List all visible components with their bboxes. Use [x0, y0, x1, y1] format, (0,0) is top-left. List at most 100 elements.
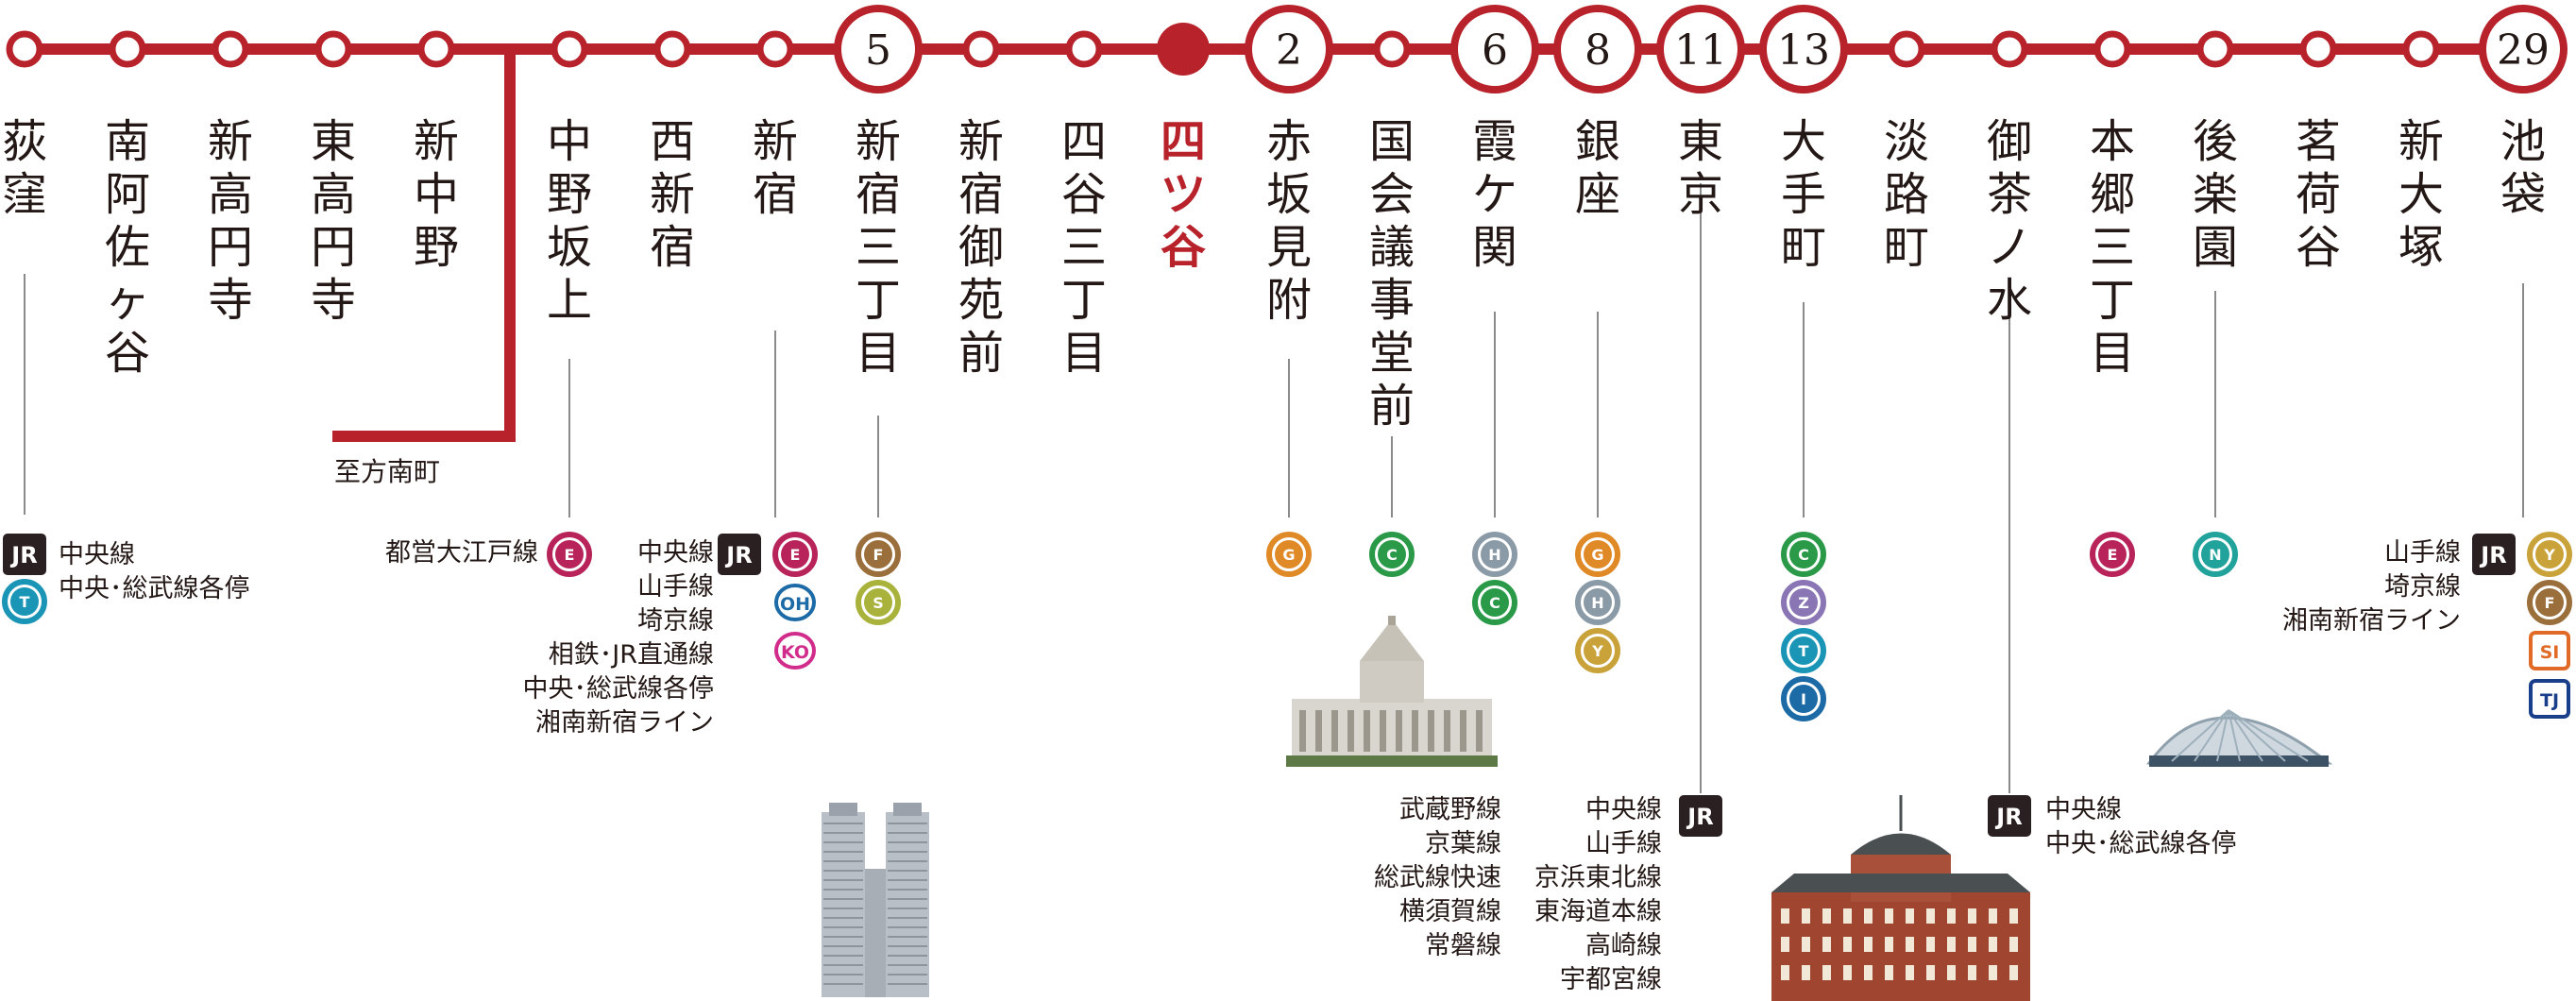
svg-text:F: F — [2545, 594, 2555, 612]
station-name: 荻 窪 — [1, 115, 47, 221]
svg-text:E: E — [565, 546, 575, 564]
line-badge-t: T — [2, 579, 47, 624]
line-badge-n: N — [2193, 532, 2238, 577]
svg-text:C: C — [1798, 546, 1809, 564]
svg-text:JR: JR — [1994, 804, 2022, 830]
svg-text:T: T — [20, 593, 30, 611]
station-name: 国 会 議 事 堂 前 — [1368, 115, 1415, 433]
station-name: 後 楽 園 — [2192, 115, 2238, 274]
station-name: 茗 荷 谷 — [2295, 115, 2341, 274]
svg-text:E: E — [2108, 546, 2118, 564]
minutes-label: 8 — [1585, 26, 1611, 75]
line-badge-si: SI — [2529, 631, 2570, 670]
tokyo-metropolitan-government-building-illustration — [822, 803, 929, 997]
station-dot — [551, 30, 588, 68]
transfer-lines-shinjuku: 中央線 山手線 埼京線 相鉄･JR直通線 中央･総武線各停 湘南新宿ライン — [522, 538, 715, 738]
line-badge-g: G — [1266, 532, 1312, 577]
tokyo-station-illustration — [1771, 795, 2030, 1001]
line-badge-ko: KO — [774, 632, 816, 670]
minutes-circle — [1245, 5, 1333, 93]
station-dot — [1373, 30, 1411, 68]
svg-text:G: G — [1591, 546, 1603, 564]
transfer-lines-ochanomizu: 中央線 中央･総武線各停 — [2045, 795, 2237, 858]
station-name: 銀 座 — [1574, 115, 1620, 221]
line-badge-h: H — [1472, 532, 1517, 577]
minutes-circle — [1656, 5, 1745, 93]
line-badge-e: E — [2090, 532, 2135, 577]
svg-text:OH: OH — [780, 594, 810, 615]
minutes-label: 6 — [1482, 26, 1508, 75]
line-badge-g: G — [1575, 532, 1620, 577]
line-badge-e: E — [547, 532, 592, 577]
line-badge-c: C — [1369, 532, 1415, 577]
svg-text:S: S — [873, 594, 884, 612]
minutes-label: 5 — [865, 26, 891, 75]
station-name: 西 新 宿 — [649, 115, 695, 274]
transfer-lines-nakanosakaue: 都営大江戸線 — [385, 538, 538, 568]
svg-text:Z: Z — [1798, 594, 1809, 612]
line-badge-jr: JR — [3, 534, 46, 575]
minutes-circle — [1450, 5, 1539, 93]
branch-line — [332, 49, 516, 442]
station-dot — [2402, 30, 2440, 68]
station-name: 大 手 町 — [1780, 115, 1826, 274]
line-badge-c: C — [1472, 580, 1517, 625]
station-name: 御 茶 ノ 水 — [1986, 115, 2032, 327]
station-name: 新 大 塚 — [2398, 115, 2444, 274]
line-badge-e: E — [772, 532, 818, 577]
minutes-circle — [2479, 5, 2568, 93]
svg-text:E: E — [790, 546, 801, 564]
station-name: 中 野 坂 上 — [546, 115, 592, 327]
station-name: 赤 坂 見 附 — [1265, 115, 1312, 327]
minutes-circle — [1553, 5, 1642, 93]
svg-text:C: C — [1386, 546, 1398, 564]
station-dot — [417, 30, 455, 68]
minutes-circle — [834, 5, 923, 93]
line-badge-y: Y — [2527, 532, 2572, 577]
line-badge-s: S — [856, 580, 901, 625]
svg-text:F: F — [873, 546, 884, 564]
line-badge-h: H — [1575, 580, 1620, 625]
station-dot — [653, 30, 691, 68]
minutes-label: 13 — [1777, 26, 1830, 75]
svg-text:SI: SI — [2540, 642, 2560, 663]
svg-text:JR: JR — [9, 542, 37, 568]
station-name: 霞 ケ 関 — [1471, 115, 1517, 274]
line-badge-tj: TJ — [2529, 679, 2570, 719]
station-name: 新 宿 三 丁 目 — [855, 115, 901, 380]
station-name: 東 京 — [1677, 115, 1723, 221]
minutes-circle — [1759, 5, 1848, 93]
current-station-dot — [1157, 23, 1210, 76]
svg-text:N: N — [2209, 546, 2221, 564]
minutes-label: 11 — [1674, 26, 1727, 75]
line-badge-jr: JR — [1679, 795, 1722, 837]
station-name: 新 宿 — [752, 115, 798, 221]
station-dot — [1065, 30, 1103, 68]
minutes-label: 29 — [2497, 26, 2550, 75]
station-name: 淡 路 町 — [1883, 115, 1929, 274]
station-name: 池 袋 — [2500, 115, 2546, 221]
station-name: 新 高 円 寺 — [207, 115, 253, 327]
station-dot — [1888, 30, 1925, 68]
national-diet-building-illustration — [1286, 616, 1498, 767]
line-badge-f: F — [856, 532, 901, 577]
station-dot — [314, 30, 352, 68]
line-badge-jr: JR — [2472, 534, 2516, 575]
svg-text:KO: KO — [781, 642, 809, 663]
svg-text:C: C — [1489, 594, 1500, 612]
svg-text:I: I — [1801, 690, 1806, 708]
branch-label: 至方南町 — [334, 456, 441, 487]
line-badge-jr: JR — [718, 534, 761, 575]
station-dot — [212, 30, 249, 68]
line-badge-i: I — [1781, 676, 1826, 721]
station-name: 四 谷 三 丁 目 — [1060, 115, 1107, 380]
svg-text:H: H — [1488, 546, 1500, 564]
station-dot — [962, 30, 1000, 68]
station-dot — [756, 30, 794, 68]
tokyo-dome-illustration — [2146, 709, 2333, 767]
line-badge-y: Y — [1575, 628, 1620, 673]
station-dot — [2196, 30, 2234, 68]
station-name: 四 ツ 谷 — [1160, 115, 1206, 274]
transfer-lines-tokyo-right: 中央線 山手線 京浜東北線 東海道本線 高崎線 宇都宮線 — [1534, 795, 1662, 994]
